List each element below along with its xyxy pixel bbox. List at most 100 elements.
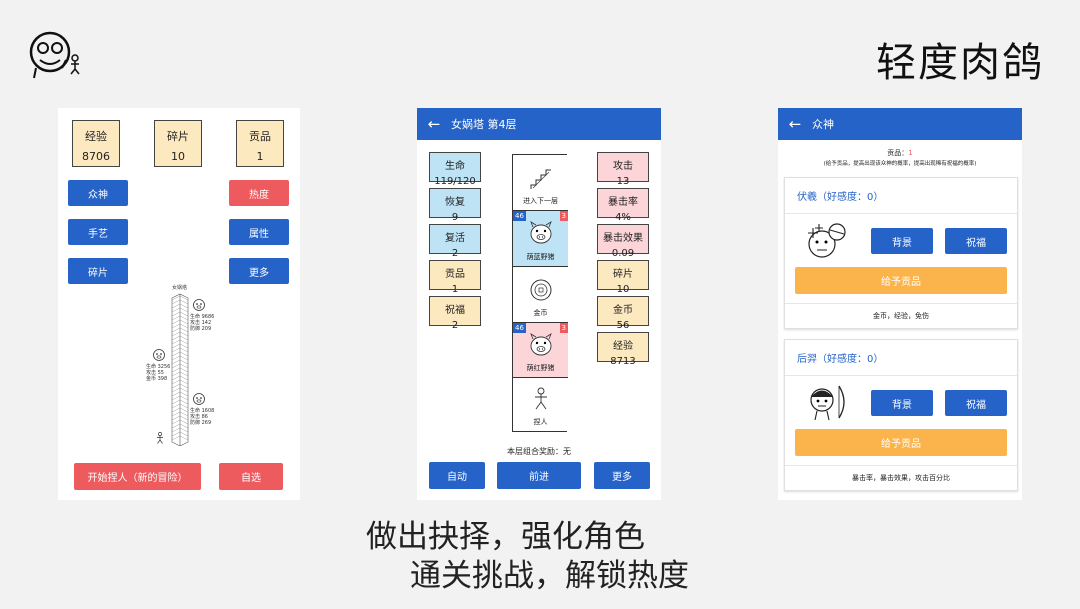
stat-value: 0.09	[611, 248, 635, 259]
tower-floor-line	[171, 387, 189, 393]
heat-button[interactable]: 热度	[229, 180, 289, 206]
stat-value: 4%	[615, 212, 631, 223]
cell-label: 荫红野猪	[526, 364, 555, 372]
cell-label: 荫蓝野猪	[526, 253, 555, 261]
cell-label: 金币	[533, 309, 548, 317]
tower-floor-line	[171, 315, 189, 321]
monster-stat-line: 生命 1608	[190, 408, 215, 414]
background-button[interactable]: 背景	[871, 390, 933, 416]
cell-blue-boar[interactable]: 46 3 荫蓝野猪	[513, 211, 568, 267]
god-rewards: 金币，经验，免伤	[873, 312, 929, 320]
stat-fragments: 碎片 10	[597, 260, 649, 295]
craft-button[interactable]: 手艺	[68, 219, 128, 245]
stick-figure-icon	[157, 432, 163, 444]
floor-title: 女娲塔 第4层	[451, 118, 517, 131]
gods-button[interactable]: 众神	[68, 180, 128, 206]
stat-tribute: 贡品 1	[236, 120, 284, 167]
monster-stat-line: 防御 269	[190, 420, 212, 426]
start-adventure-button[interactable]: 开始捏人（新的冒险）	[74, 463, 201, 490]
god-card-fuxi: 伏羲（好感度：0） 背景 祝福 给予贡品 金币，经验，免伤	[784, 177, 1018, 329]
tribute-value: 1	[908, 149, 913, 157]
stat-crit-effect: 暴击效果 0.09	[597, 224, 649, 259]
cell-label: 捏人	[533, 418, 548, 426]
stat-label: 贡品	[249, 130, 271, 143]
give-tribute-button[interactable]: 给予贡品	[795, 267, 1007, 294]
stat-exp: 经验 8706	[72, 120, 120, 167]
stat-value: 1	[451, 284, 459, 295]
stick-figure-icon	[534, 387, 547, 410]
tower-floor-line	[171, 371, 189, 377]
tower-floor-line	[171, 303, 189, 309]
tower-floor-line	[171, 331, 189, 337]
stat-attack: 攻击 13	[597, 152, 649, 187]
stat-value: 8713	[610, 356, 636, 367]
stat-label: 贡品	[445, 269, 465, 280]
stat-value: 2	[451, 320, 459, 331]
god-name: 后羿（好感度：0）	[785, 340, 1017, 376]
cell-red-boar[interactable]: 46 3 荫红野猪	[513, 323, 568, 378]
monster-stat-line: 生命 3256	[146, 364, 171, 370]
monster-stat-line: 生命 9686	[190, 314, 215, 320]
stat-value: 119/120	[434, 176, 476, 187]
tower-floor-line	[171, 327, 189, 333]
tribute-count: 贡品：1	[778, 148, 1022, 158]
fragments-button[interactable]: 碎片	[68, 258, 128, 284]
logo-face-icon	[29, 31, 80, 79]
tower-floor-line	[171, 295, 189, 301]
stat-label: 经验	[85, 130, 107, 143]
blessing-button[interactable]: 祝福	[945, 228, 1007, 254]
cell-label: 进入下一层	[523, 197, 558, 205]
cell-count-badge: 3	[559, 323, 568, 333]
stat-label: 复活	[445, 233, 465, 244]
stat-label: 金币	[613, 305, 633, 316]
give-tribute-button[interactable]: 给予贡品	[795, 429, 1007, 456]
floor-cells: 进入下一层 46 3 荫蓝野猪 金币 46 3	[512, 154, 568, 432]
stat-value: 10	[171, 150, 185, 163]
tower-floor-line	[171, 355, 189, 361]
tower-floor-line	[171, 423, 189, 429]
back-arrow-icon[interactable]: ←	[788, 115, 802, 133]
tower-floor-line	[171, 383, 189, 389]
stat-label: 攻击	[613, 161, 633, 172]
tower-floor-line	[171, 343, 189, 349]
more-button[interactable]: 更多	[594, 462, 650, 489]
stat-exp: 经验 8713	[597, 332, 649, 367]
tower-floor-line	[171, 319, 189, 325]
boar-icon	[529, 333, 552, 356]
tower-floor-line	[171, 407, 189, 413]
stat-label: 经验	[613, 341, 633, 352]
auto-button[interactable]: 自动	[429, 462, 485, 489]
monster2-stats: 生命 3256 攻击 55 金币 398	[146, 364, 170, 382]
tower-floor-line	[171, 359, 189, 365]
cell-gold[interactable]: 金币	[513, 267, 568, 323]
stat-revive: 复活 2	[429, 224, 481, 259]
self-select-button[interactable]: 自选	[219, 463, 283, 490]
stat-regen: 恢复 9	[429, 188, 481, 223]
background-button[interactable]: 背景	[871, 228, 933, 254]
stat-value: 56	[616, 320, 630, 331]
tower-floor-line	[171, 427, 189, 433]
fuxi-avatar-icon	[808, 223, 846, 258]
tower-floor-line	[171, 419, 189, 425]
god-name: 伏羲（好感度：0）	[785, 178, 1017, 214]
tower-floor-line	[171, 347, 189, 353]
houyi-avatar-icon	[810, 385, 845, 421]
tower-floor-line	[171, 415, 189, 421]
more-button[interactable]: 更多	[229, 258, 289, 284]
stat-value: 13	[616, 176, 630, 187]
tower-illustration	[171, 293, 189, 446]
tower-top-label: 女娲塔	[172, 285, 188, 291]
cell-stairs[interactable]: 进入下一层	[513, 155, 568, 211]
back-arrow-icon[interactable]: ←	[427, 115, 441, 133]
tribute-note: (给予贡品，提高出现该众神的概率，提高出现稀有祝福的概率)	[823, 161, 977, 167]
advance-button[interactable]: 前进	[497, 462, 581, 489]
tagline-line2: 通关挑战，解锁热度	[410, 558, 689, 594]
blessing-button[interactable]: 祝福	[945, 390, 1007, 416]
stat-label: 恢复	[445, 197, 465, 208]
stat-value: 1	[256, 150, 264, 163]
cell-player[interactable]: 捏人	[513, 378, 568, 431]
brand-title: 轻度肉鸽	[876, 40, 1044, 86]
attributes-button[interactable]: 属性	[229, 219, 289, 245]
stat-label: 碎片	[167, 130, 189, 143]
tower-floor-line	[171, 367, 189, 373]
